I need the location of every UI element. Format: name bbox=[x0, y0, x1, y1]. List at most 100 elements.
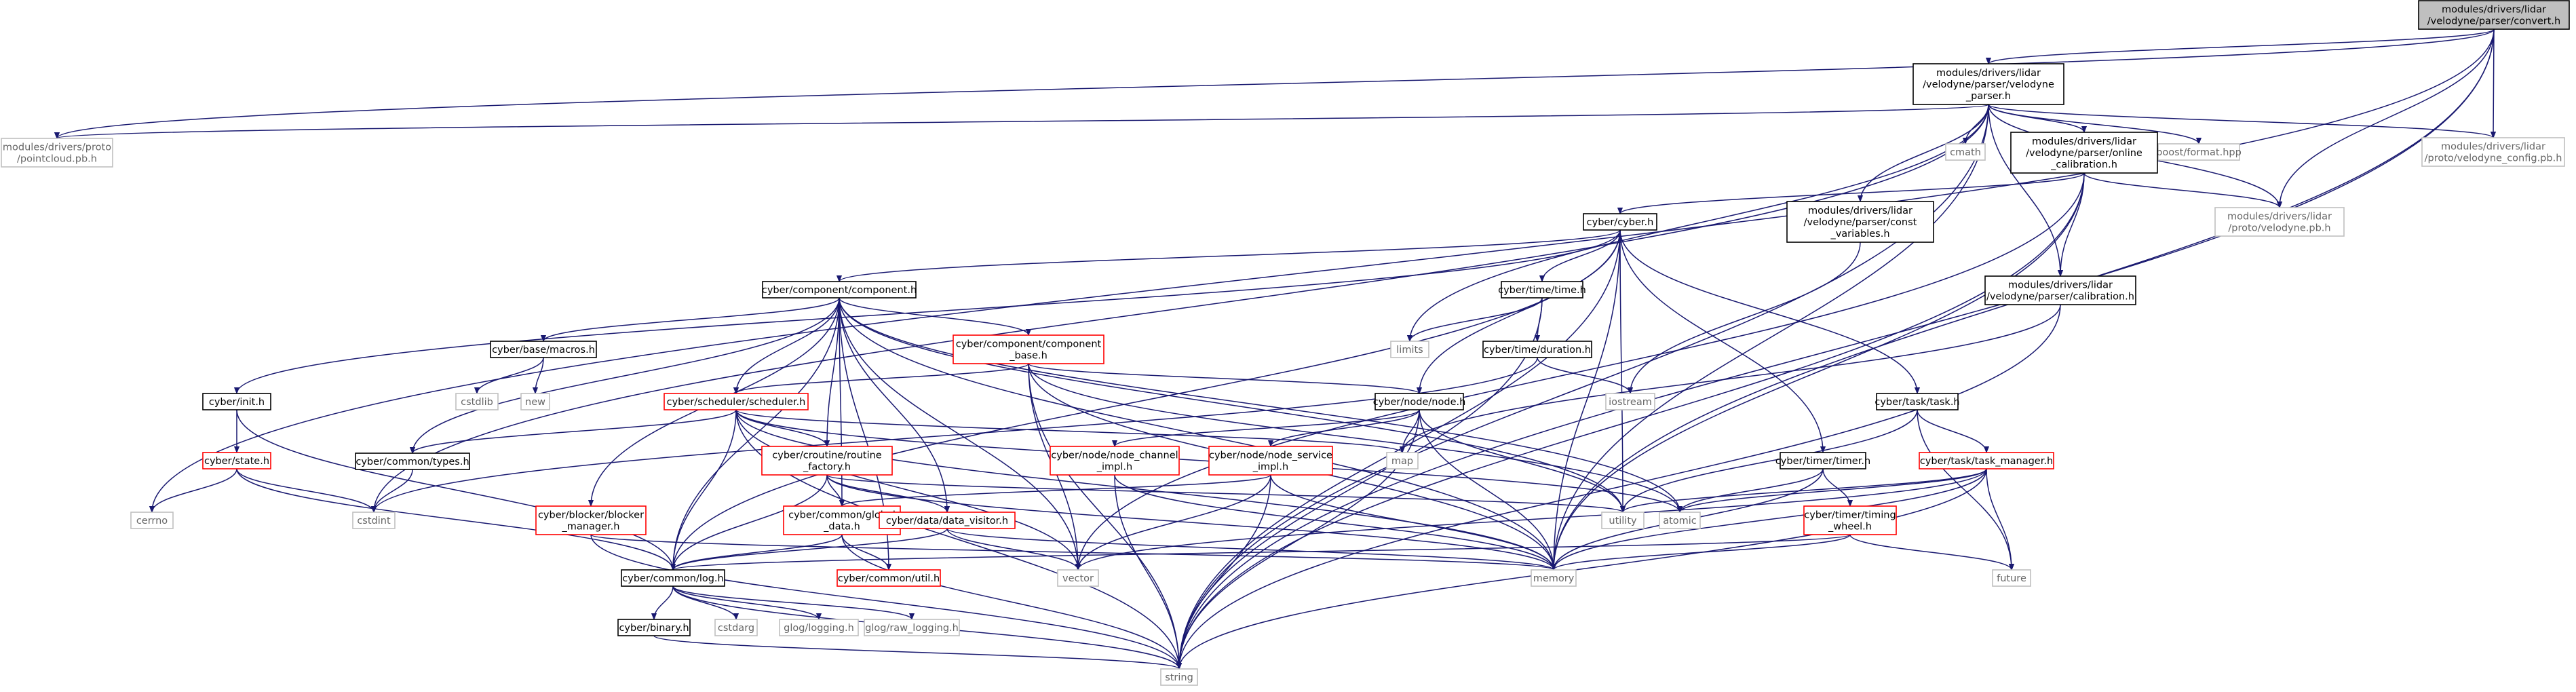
node-label-line: cyber/scheduler/scheduler.h bbox=[667, 397, 806, 408]
edge-macros-to-new bbox=[535, 357, 544, 393]
node-macros[interactable]: cyber/base/macros.h bbox=[490, 341, 597, 358]
node-box bbox=[1160, 668, 1198, 686]
node-label-line: cyber/time/duration.h bbox=[1484, 345, 1591, 355]
node-nodeh[interactable]: cyber/node/node.h bbox=[1373, 393, 1466, 410]
edge-line bbox=[1179, 468, 1987, 669]
edge-service-to-globaldata bbox=[842, 474, 1271, 507]
node-label-line: glog/logging.h bbox=[784, 623, 854, 634]
node-duration[interactable]: cyber/time/duration.h bbox=[1482, 341, 1592, 358]
edge-line bbox=[673, 534, 843, 571]
node-velpb[interactable]: modules/drivers/lidar/proto/velodyne.pb.… bbox=[2214, 207, 2345, 237]
edge-line bbox=[1419, 229, 1621, 393]
node-label-line: vector bbox=[1062, 573, 1094, 584]
edge-channel-to-memory bbox=[1114, 474, 1554, 571]
node-new: new bbox=[520, 393, 550, 410]
node-label-line: modules/drivers/lidar bbox=[1936, 68, 2041, 79]
edge-line bbox=[1078, 172, 2085, 570]
edge-convert-to-string bbox=[1179, 28, 2495, 669]
node-label-line: cyber/base/macros.h bbox=[492, 345, 595, 355]
node-service[interactable]: cyber/node/node_service_impl.h bbox=[1208, 446, 1333, 476]
node-box bbox=[1208, 446, 1333, 476]
edge-cyber-to-timeh bbox=[1542, 229, 1621, 282]
node-stateh[interactable]: cyber/state.h bbox=[202, 452, 271, 469]
edge-line bbox=[1988, 104, 2060, 276]
edge-component-to-atomic bbox=[839, 297, 1680, 512]
edge-line bbox=[826, 474, 1554, 571]
node-logh[interactable]: cyber/common/log.h bbox=[621, 569, 725, 587]
edge-line bbox=[543, 297, 840, 342]
edge-line bbox=[590, 534, 1179, 669]
node-scheduler[interactable]: cyber/scheduler/scheduler.h bbox=[664, 393, 809, 410]
node-label-line: iostream bbox=[1609, 397, 1652, 408]
node-timer[interactable]: cyber/timer/timer.h bbox=[1775, 452, 1870, 469]
node-box bbox=[1984, 275, 2136, 305]
node-boostfmt: boost/format.hpp bbox=[2156, 143, 2242, 161]
edge-onlinecal-to-velpb bbox=[2083, 172, 2280, 208]
edge-line bbox=[152, 468, 237, 513]
node-label-line: cyber/common/util.h bbox=[838, 573, 940, 584]
node-utilh[interactable]: cyber/common/util.h bbox=[837, 569, 941, 587]
node-box bbox=[535, 505, 647, 535]
edge-taskmgr-to-memory bbox=[1554, 468, 1987, 571]
edge-taskh-to-utility bbox=[1623, 409, 1918, 512]
node-box bbox=[355, 453, 470, 470]
node-label-line: modules/drivers/lidar bbox=[2227, 212, 2332, 223]
node-timeh[interactable]: cyber/time/time.h bbox=[1498, 281, 1586, 299]
edge-service-to-string bbox=[1179, 474, 1271, 669]
edge-line bbox=[1410, 297, 1543, 342]
node-taskh[interactable]: cyber/task/task.h bbox=[1875, 393, 1960, 410]
edge-line bbox=[1988, 28, 2495, 64]
edge-vparser-to-cstdint bbox=[374, 104, 1989, 512]
edge-compbase-to-nodeh bbox=[1028, 363, 1419, 394]
node-timing[interactable]: cyber/timer/timing_wheel.h bbox=[1803, 505, 1897, 535]
edge-line bbox=[735, 409, 1402, 453]
node-onlinecal[interactable]: modules/drivers/lidar/velodyne/parser/on… bbox=[2010, 132, 2158, 174]
edge-onlinecal-to-string bbox=[1179, 172, 2085, 669]
node-label-line: memory bbox=[1533, 573, 1575, 584]
node-pointcloud[interactable]: modules/drivers/proto/pointcloud.pb.h bbox=[1, 138, 113, 168]
node-blocker[interactable]: cyber/blocker/blocker_manager.h bbox=[535, 505, 647, 535]
edge-stateh-to-cstdint bbox=[236, 468, 374, 513]
node-box bbox=[1501, 281, 1583, 299]
node-inith[interactable]: cyber/init.h bbox=[202, 393, 271, 410]
node-channel[interactable]: cyber/node/node_channel_impl.h bbox=[1050, 446, 1180, 476]
edge-globaldata-to-utilh bbox=[841, 534, 889, 571]
edge-globaldata-to-string bbox=[841, 534, 1179, 669]
edge-line bbox=[735, 409, 827, 447]
node-vparser[interactable]: modules/drivers/lidar/velodyne/parser/ve… bbox=[1912, 63, 2064, 105]
node-label-line: cyber/node/node_service bbox=[1209, 450, 1332, 461]
node-binary[interactable]: cyber/binary.h bbox=[617, 619, 691, 636]
node-constvars[interactable]: modules/drivers/lidar/velodyne/parser/co… bbox=[1786, 201, 1934, 243]
node-visitor[interactable]: cyber/data/data_visitor.h bbox=[879, 512, 1016, 529]
edge-scheduler-to-atomic bbox=[735, 409, 1680, 513]
node-label-line: cyber/timer/timer.h bbox=[1775, 456, 1870, 467]
edge-line bbox=[1917, 409, 2012, 570]
edge-stateh-to-logh bbox=[236, 468, 673, 571]
edge-nodeh-to-channel bbox=[1115, 409, 1420, 447]
node-label-line: /velodyne/parser/calibration.h bbox=[1986, 292, 2134, 303]
node-compbase[interactable]: cyber/component/component_base.h bbox=[953, 334, 1104, 364]
node-calib[interactable]: modules/drivers/lidar/velodyne/parser/ca… bbox=[1984, 275, 2136, 305]
edge-line bbox=[236, 468, 673, 571]
node-component[interactable]: cyber/component/component.h bbox=[762, 281, 917, 299]
node-box bbox=[714, 619, 758, 636]
node-box bbox=[202, 452, 271, 469]
edge-cyber-to-memory bbox=[1554, 229, 1621, 570]
node-label-line: cyber/component/component.h bbox=[762, 285, 917, 296]
edge-component-to-utility bbox=[839, 297, 1623, 512]
node-velconfig[interactable]: modules/drivers/lidar/proto/velodyne_con… bbox=[2421, 137, 2565, 167]
node-cyber[interactable]: cyber/cyber.h bbox=[1583, 213, 1657, 231]
edge-timer-to-atomic bbox=[1680, 468, 1824, 513]
node-rawlog: glog/raw_logging.h bbox=[864, 619, 960, 636]
node-types[interactable]: cyber/common/types.h bbox=[355, 453, 470, 470]
node-label-line: _impl.h bbox=[1252, 462, 1288, 473]
edge-line bbox=[1179, 304, 2061, 669]
node-box bbox=[1780, 452, 1866, 469]
edge-component-to-scheduler bbox=[736, 297, 840, 393]
node-future: future bbox=[1992, 569, 2031, 587]
node-globaldata[interactable]: cyber/common/global_data.h bbox=[783, 505, 901, 535]
edge-constvars-to-iostream bbox=[1630, 242, 1861, 393]
node-routine[interactable]: cyber/croutine/routine_factory.h bbox=[761, 446, 893, 476]
node-taskmgr[interactable]: cyber/task/task_manager.h bbox=[1919, 452, 2054, 469]
edge-nodeh-to-utility bbox=[1419, 409, 1623, 512]
